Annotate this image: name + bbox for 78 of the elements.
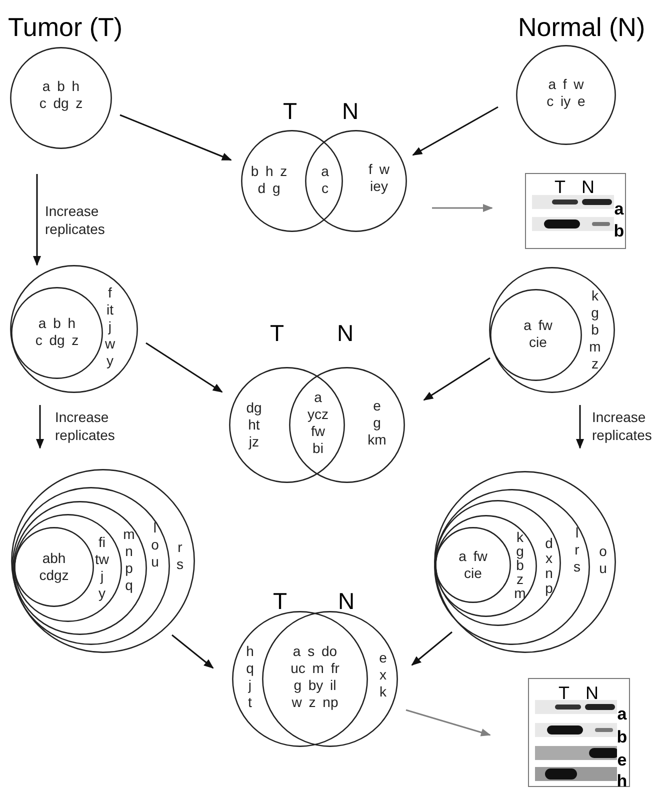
set-heading: T <box>270 322 284 345</box>
arrow <box>146 342 223 393</box>
set-members: d x n p <box>545 536 553 596</box>
set-circle <box>12 487 170 645</box>
arrow <box>412 106 498 156</box>
arrow <box>423 357 490 401</box>
set-members: abh cdgz <box>39 550 69 584</box>
lane-label: N <box>586 683 598 703</box>
set-members: m n p q <box>123 526 135 594</box>
group-title: Normal (N) <box>518 14 646 40</box>
set-members: l r s <box>574 524 580 576</box>
set-members: h q j t <box>246 643 254 711</box>
edge-label: Increase replicates <box>45 202 106 238</box>
arrow <box>33 174 41 266</box>
set-heading: T <box>273 590 288 613</box>
set-members: l o u <box>151 520 159 570</box>
set-circle <box>490 290 582 380</box>
edge-label: Increase replicates <box>55 408 116 444</box>
set-members: b h z d g <box>250 163 288 197</box>
set-circle <box>516 45 616 145</box>
set-members: f w iey <box>368 161 390 195</box>
set-members: k g b m z <box>589 288 601 372</box>
group-title: Tumor (T) <box>8 14 123 40</box>
arrow <box>406 709 491 736</box>
venn-diagram <box>229 367 405 483</box>
arrow <box>172 634 214 669</box>
set-circle <box>14 527 94 607</box>
arrow <box>36 405 44 449</box>
set-members: a b h c dg z <box>38 78 84 112</box>
set-members: a b h c dg z <box>34 315 80 349</box>
edge-label: Increase replicates <box>592 408 653 444</box>
set-members: e g km <box>368 398 386 448</box>
venn-diagram <box>232 611 398 747</box>
venn-diagram <box>239 130 407 233</box>
lane-label: N <box>582 177 594 197</box>
set-circle <box>435 515 537 617</box>
set-circle <box>434 471 616 653</box>
set-members: dg ht jz <box>246 400 262 450</box>
set-heading: N <box>342 100 359 123</box>
set-members: r s <box>176 539 184 573</box>
set-circle <box>434 489 590 645</box>
set-members: o u <box>599 543 607 577</box>
set-members: f it j w y <box>104 284 116 370</box>
arrow <box>120 114 232 161</box>
set-circle <box>489 267 615 393</box>
band-label: b <box>616 728 628 746</box>
set-members: a f w c iy e <box>546 76 586 110</box>
set-heading: N <box>337 322 354 345</box>
set-circle <box>14 514 122 622</box>
set-members: k g b z m <box>514 530 526 600</box>
set-members: a fw cie <box>522 317 554 351</box>
set-members: fi tw j y <box>95 534 109 602</box>
band-label: e <box>617 750 627 770</box>
set-heading: N <box>338 590 355 613</box>
set-circle <box>10 47 112 149</box>
lane-label: T <box>558 683 570 703</box>
set-members: e x k <box>379 650 387 700</box>
set-circle <box>435 527 511 603</box>
set-circle <box>435 500 561 626</box>
western-blot-panel <box>528 678 630 787</box>
set-members: a fw cie <box>458 548 488 582</box>
band-label: b <box>614 222 624 240</box>
set-circle <box>11 288 103 378</box>
set-heading: T <box>283 100 298 123</box>
set-members: a s do uc m fr g by il w z np <box>290 643 340 711</box>
band-label: a <box>617 704 627 724</box>
lane-label: T <box>554 177 566 197</box>
set-members: a c <box>321 163 329 197</box>
set-circle <box>10 265 138 393</box>
arrow <box>576 405 584 449</box>
arrow <box>432 204 493 212</box>
band-label: h <box>616 772 628 789</box>
band-label: a <box>614 200 624 218</box>
set-circle <box>11 469 195 653</box>
set-circle <box>13 501 147 635</box>
arrow <box>411 631 452 666</box>
set-members: a ycz fw bi <box>308 389 328 457</box>
western-blot-panel <box>525 173 626 249</box>
